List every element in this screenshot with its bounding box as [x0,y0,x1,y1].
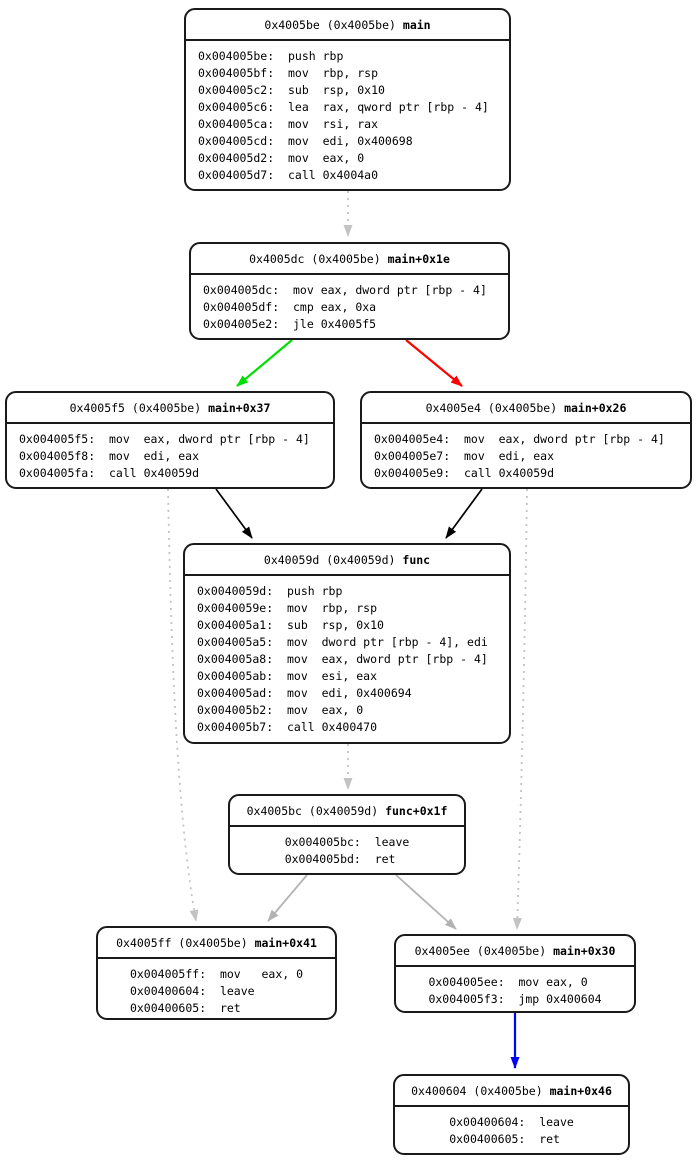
block-title-function: main+0x37 [208,400,271,415]
block-instructions: 0x004005bc: leave 0x004005bd: ret [230,827,464,875]
block-title-address: 0x4005ee (0x4005be) [414,943,554,958]
edge-main+0x1e-to-main+0x37 [236,339,293,387]
instruction-line[interactable]: 0x004005dc: mov eax, dword ptr [rbp - 4] [203,283,487,297]
block-instructions: 0x004005ff: mov eax, 0 0x00400604: leave 0… [98,959,335,1024]
instruction-line[interactable]: 0x00400605: ret [129,1001,241,1015]
block-title-address: 0x4005f5 (0x4005be) [69,400,209,415]
block-title-address: 0x4005be (0x4005be) [264,17,403,32]
instruction-lines: 0x00400604: leave 0x00400605: ret [449,1114,574,1148]
block-title-function: main+0x1e [387,251,450,266]
instruction-line[interactable]: 0x004005ca: mov rsi, rax [198,117,379,131]
instruction-line[interactable]: 0x004005ad: mov edi, 0x400694 [197,686,412,700]
instruction-line[interactable]: 0x004005e9: call 0x40059d [374,466,555,480]
instruction-line[interactable]: 0x004005e2: jle 0x4005f5 [203,317,377,331]
basic-block-func[interactable]: 0x40059d (0x40059d) func 0x0040059d: push… [183,543,511,744]
block-title-address: 0x40059d (0x40059d) [263,552,403,567]
basic-block-main+0x41[interactable]: 0x4005ff (0x4005be) main+0x41 0x004005ff:… [96,926,337,1020]
instruction-lines: 0x004005ee: mov eax, 0 0x004005f3: jmp 0x… [428,974,601,1008]
instruction-line[interactable]: 0x004005a5: mov dword ptr [rbp - 4], edi [197,635,488,649]
instruction-lines: 0x004005be: push rbp 0x004005bf: mov rbp,… [198,48,499,184]
instruction-line[interactable]: 0x004005bd: ret [284,852,396,866]
instruction-lines: 0x004005f5: mov eax, dword ptr [rbp - 4]… [19,431,323,482]
block-title-function: func+0x1f [385,803,448,818]
block-instructions: 0x004005be: push rbp 0x004005bf: mov rbp,… [186,41,509,191]
block-instructions: 0x004005dc: mov eax, dword ptr [rbp - 4]… [191,275,508,340]
instruction-line[interactable]: 0x0040059d: push rbp [197,584,343,598]
instruction-line[interactable]: 0x004005c6: lea rax, qword ptr [rbp - 4] [198,100,489,114]
edge-main+0x37-to-func [215,488,253,539]
instruction-line[interactable]: 0x004005c2: sub rsp, 0x10 [198,83,385,97]
block-instructions: 0x004005e4: mov eax, dword ptr [rbp - 4]… [362,424,690,489]
block-title-function: main [402,17,431,32]
block-title: 0x4005e4 (0x4005be) main+0x26 [362,393,690,424]
instruction-line[interactable]: 0x004005f8: mov edi, eax [19,449,200,463]
block-title: 0x40059d (0x40059d) func [185,545,509,576]
block-instructions: 0x004005f5: mov eax, dword ptr [rbp - 4]… [7,424,333,489]
block-title-function: main+0x26 [564,400,627,415]
block-title: 0x4005ee (0x4005be) main+0x30 [396,936,634,967]
block-title: 0x4005be (0x4005be) main [186,10,509,41]
instruction-line[interactable]: 0x004005ee: mov eax, 0 [428,975,588,989]
instruction-line[interactable]: 0x004005a8: mov eax, dword ptr [rbp - 4] [197,652,488,666]
instruction-line[interactable]: 0x004005a1: sub rsp, 0x10 [197,618,384,632]
instruction-line[interactable]: 0x00400604: leave [449,1115,574,1129]
instruction-lines: 0x004005bc: leave 0x004005bd: ret [285,834,410,868]
basic-block-main+0x1e[interactable]: 0x4005dc (0x4005be) main+0x1e 0x004005dc:… [189,242,510,340]
edge-func+0x1f-to-main+0x30 [395,874,457,930]
instruction-lines: 0x004005dc: mov eax, dword ptr [rbp - 4]… [203,282,498,333]
block-instructions: 0x0040059d: push rbp 0x0040059e: mov rbp,… [185,576,509,743]
instruction-lines: 0x004005e4: mov eax, dword ptr [rbp - 4]… [374,431,680,482]
block-title: 0x4005dc (0x4005be) main+0x1e [191,244,508,275]
basic-block-main+0x37[interactable]: 0x4005f5 (0x4005be) main+0x37 0x004005f5:… [5,391,335,489]
block-instructions: 0x004005ee: mov eax, 0 0x004005f3: jmp 0x… [396,967,634,1015]
block-title-function: main+0x30 [553,943,616,958]
edge-main+0x26-to-main+0x30 [512,488,528,930]
basic-block-main+0x26[interactable]: 0x4005e4 (0x4005be) main+0x26 0x004005e4:… [360,391,692,489]
instruction-line[interactable]: 0x004005d7: call 0x4004a0 [198,168,379,182]
block-instructions: 0x00400604: leave 0x00400605: ret [395,1107,628,1155]
basic-block-main+0x46[interactable]: 0x400604 (0x4005be) main+0x46 0x00400604:… [393,1074,630,1155]
block-title-address: 0x4005e4 (0x4005be) [425,400,565,415]
edge-main+0x26-to-func [445,488,483,539]
block-title-function: main+0x41 [254,935,317,950]
instruction-line[interactable]: 0x004005be: push rbp [198,49,344,63]
block-title-function: main+0x46 [549,1083,612,1098]
instruction-lines: 0x0040059d: push rbp 0x0040059e: mov rbp,… [197,583,499,736]
basic-block-func+0x1f[interactable]: 0x4005bc (0x40059d) func+0x1f 0x004005bc:… [228,794,466,875]
block-title: 0x4005bc (0x40059d) func+0x1f [230,796,464,827]
instruction-line[interactable]: 0x004005e7: mov edi, eax [374,449,555,463]
instruction-line[interactable]: 0x00400604: leave [129,984,255,998]
edge-main+0x1e-to-main+0x26 [405,339,463,387]
instruction-line[interactable]: 0x004005fa: call 0x40059d [19,466,200,480]
instruction-line[interactable]: 0x004005b7: call 0x400470 [197,720,378,734]
block-title-address: 0x4005ff (0x4005be) [116,935,255,950]
instruction-line[interactable]: 0x004005bc: leave [284,835,410,849]
instruction-line[interactable]: 0x00400605: ret [449,1132,560,1146]
instruction-line[interactable]: 0x004005d2: mov eax, 0 [198,151,365,165]
block-title: 0x4005ff (0x4005be) main+0x41 [98,928,335,959]
block-title-address: 0x400604 (0x4005be) [411,1083,550,1098]
block-title-address: 0x4005dc (0x4005be) [249,251,388,266]
edge-func+0x1f-to-main+0x41 [267,874,308,922]
instruction-line[interactable]: 0x0040059e: mov rbp, rsp [197,601,378,615]
edge-main+0x37-to-main+0x41 [167,488,199,922]
instruction-lines: 0x004005ff: mov eax, 0 0x00400604: leave 0… [130,966,303,1017]
instruction-line[interactable]: 0x004005b2: mov eax, 0 [197,703,364,717]
instruction-line[interactable]: 0x004005ab: mov esi, eax [197,669,378,683]
instruction-line[interactable]: 0x004005ff: mov eax, 0 [129,967,304,981]
instruction-line[interactable]: 0x004005bf: mov rbp, rsp [198,66,379,80]
instruction-line[interactable]: 0x004005f5: mov eax, dword ptr [rbp - 4] [19,432,310,446]
block-title-address: 0x4005bc (0x40059d) [246,803,386,818]
basic-block-main[interactable]: 0x4005be (0x4005be) main 0x004005be: push… [184,8,511,191]
instruction-line[interactable]: 0x004005df: cmp eax, 0xa [203,300,377,314]
block-title-function: func [402,552,431,567]
basic-block-main+0x30[interactable]: 0x4005ee (0x4005be) main+0x30 0x004005ee:… [394,934,636,1013]
instruction-line[interactable]: 0x004005e4: mov eax, dword ptr [rbp - 4] [374,432,665,446]
instruction-line[interactable]: 0x004005f3: jmp 0x400604 [428,992,602,1006]
block-title: 0x400604 (0x4005be) main+0x46 [395,1076,628,1107]
block-title: 0x4005f5 (0x4005be) main+0x37 [7,393,333,424]
instruction-line[interactable]: 0x004005cd: mov edi, 0x400698 [198,134,413,148]
